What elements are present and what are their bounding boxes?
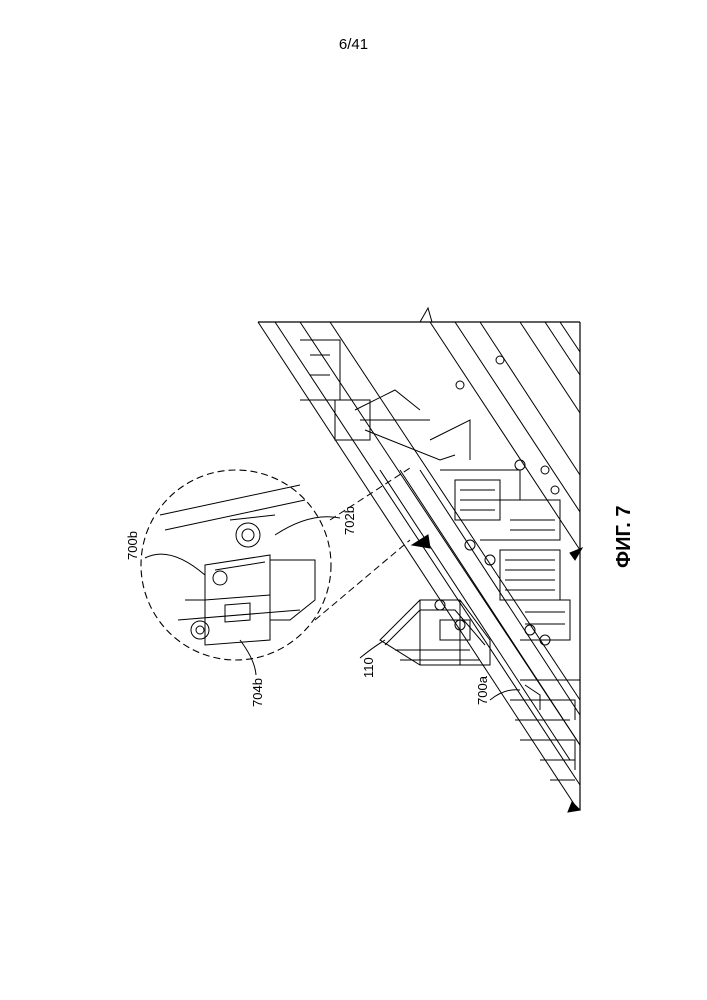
label-704b: 704b [250,678,265,707]
label-702b: 702b [342,506,357,535]
detail-callout [141,468,410,660]
figure-caption: ФИГ. 7 [613,505,635,568]
label-110: 110 [361,657,376,678]
label-700b: 700b [125,531,140,560]
label-700a: 700a [475,675,490,705]
